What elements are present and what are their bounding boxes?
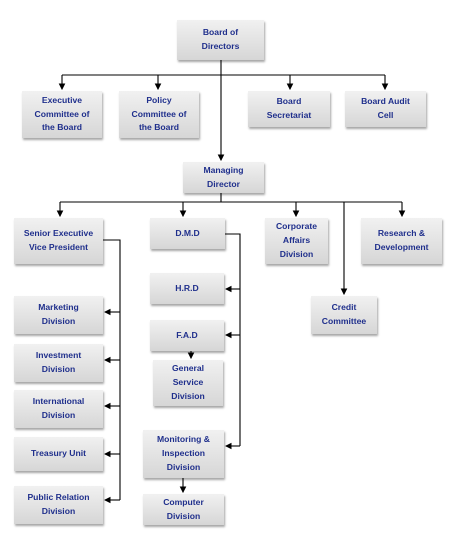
node-board-of-directors: Board of Directors — [177, 20, 264, 60]
node-hrd: H.R.D — [150, 273, 224, 304]
node-international: International Division — [14, 390, 103, 428]
node-executive-committee: Executive Committee of the Board — [22, 91, 102, 138]
node-board-audit-cell: Board Audit Cell — [345, 91, 426, 127]
node-policy-committee: Policy Committee of the Board — [119, 91, 199, 138]
node-fad: F.A.D — [150, 320, 224, 351]
node-investment: Investment Division — [14, 344, 103, 382]
node-research-development: Research & Development — [361, 218, 442, 264]
node-corporate-affairs: Corporate Affairs Division — [265, 218, 328, 264]
node-managing-director: Managing Director — [183, 162, 264, 193]
node-credit-committee: Credit Committee — [311, 296, 377, 334]
node-dmd: D.M.D — [150, 218, 225, 249]
node-marketing: Marketing Division — [14, 296, 103, 334]
connector — [225, 233, 241, 446]
node-public-relation: Public Relation Division — [14, 486, 103, 524]
node-senior-executive-vp: Senior Executive Vice President — [14, 218, 103, 264]
node-general-service: General Service Division — [153, 360, 223, 406]
node-monitoring-inspection: Monitoring & Inspection Division — [143, 430, 224, 478]
node-computer-division: Computer Division — [143, 494, 224, 525]
node-board-secretariat: Board Secretariat — [248, 91, 330, 127]
node-treasury-unit: Treasury Unit — [14, 437, 103, 471]
connector — [103, 239, 121, 500]
